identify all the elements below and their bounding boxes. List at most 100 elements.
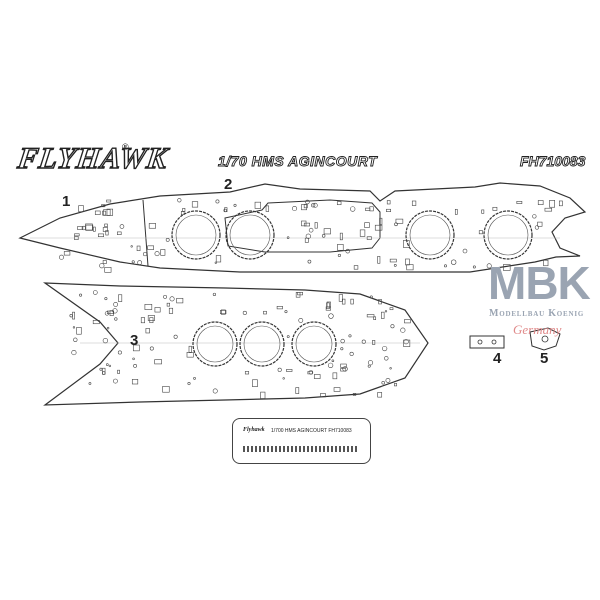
deck-fitting — [101, 204, 106, 208]
watermark-line: Modellbau Koenig — [489, 308, 585, 319]
deck-fitting — [176, 297, 184, 304]
deck-fitting — [367, 364, 371, 368]
deck-fitting — [104, 267, 112, 273]
deck-fitting — [369, 295, 373, 299]
deck-fitting — [220, 310, 227, 315]
deck-fitting — [365, 207, 371, 211]
deck-fitting — [85, 224, 94, 231]
deck-fitting — [101, 371, 106, 375]
deck-fitting — [102, 367, 106, 375]
deck-fitting — [395, 218, 404, 224]
deck-fitting — [131, 379, 139, 385]
deck-fitting — [117, 231, 122, 235]
deck-fitting — [331, 359, 335, 363]
deck-fitting — [389, 367, 392, 370]
deck-fitting — [188, 345, 192, 353]
deck-fitting — [311, 203, 316, 208]
deck-fitting — [102, 337, 109, 344]
deck-fitting — [312, 202, 318, 208]
deck-fitting — [516, 201, 523, 204]
deck-fitting — [105, 230, 109, 236]
deck-fitting — [112, 308, 118, 314]
barbette-ring — [291, 321, 337, 367]
deck-fitting — [160, 249, 166, 256]
deck-fitting — [109, 310, 114, 316]
deck-fitting — [154, 251, 160, 257]
deck-fitting — [307, 259, 312, 264]
deck-fitting — [307, 371, 313, 375]
deck-fitting — [193, 377, 196, 380]
deck-fitting — [374, 224, 383, 231]
deck-fitting — [147, 315, 155, 321]
deck-fitting — [106, 208, 114, 216]
deck-fitting — [462, 248, 468, 254]
barbette-ring — [483, 210, 533, 260]
barbette-inner-ring — [487, 214, 529, 256]
deck-fitting — [340, 347, 344, 351]
flyhawk-logo: FLYHAWK — [15, 141, 171, 175]
deck-fitting — [260, 391, 266, 399]
deck-fitting — [169, 296, 175, 302]
fret-title: 1/700 HMS AGINCOURT FH710083 — [271, 428, 352, 434]
deck-fitting — [119, 224, 125, 229]
deck-fitting — [337, 244, 344, 251]
deck-fitting — [69, 313, 73, 318]
deck-fitting — [372, 340, 376, 345]
deck-fitting — [117, 369, 120, 374]
deck-fitting — [352, 393, 357, 396]
deck-fitting — [277, 367, 282, 372]
deck-fitting — [378, 299, 382, 305]
barbette-ring — [239, 321, 285, 367]
deck-fitting — [404, 319, 411, 324]
part-number-5: 5 — [540, 350, 549, 367]
deck-fitting — [339, 232, 343, 241]
deck-fitting — [106, 310, 114, 314]
deck-fitting — [73, 337, 78, 342]
deck-fitting — [77, 226, 84, 230]
deck-fitting — [130, 245, 133, 248]
deck-fitting — [340, 338, 345, 344]
deck-fitting — [163, 294, 167, 299]
deck-fitting — [377, 256, 381, 264]
deck-fitting — [544, 207, 553, 212]
deck-fitting — [191, 201, 199, 208]
deck-fitting — [132, 357, 135, 361]
deck-fitting — [323, 228, 331, 235]
barbette-ring — [225, 210, 275, 260]
deck-fitting — [308, 227, 314, 233]
deck-fitting — [104, 297, 108, 301]
deck-fitting — [345, 248, 350, 254]
deck-fitting — [411, 200, 417, 206]
deck-fitting — [292, 205, 298, 212]
deck-fitting — [106, 363, 109, 366]
deck-fitting — [405, 258, 410, 266]
deck-fitting — [72, 326, 76, 329]
watermark-country: Germany — [513, 322, 562, 337]
barbette-ring — [171, 210, 221, 260]
deck-fitting — [149, 317, 154, 324]
sheet-title: 1/70 HMS AGINCOURT — [218, 153, 378, 170]
turret-barbette-rings — [171, 210, 533, 367]
deck-fitting — [472, 265, 476, 269]
deck-fitting — [145, 328, 150, 334]
part-5-bracket — [529, 327, 561, 351]
deck-fitting — [532, 214, 537, 219]
deck-fitting — [366, 314, 375, 318]
deck-fitting — [214, 261, 217, 264]
deck-fitting — [108, 364, 112, 368]
fret-logo: Flyhawk — [243, 427, 265, 433]
deck-fitting — [99, 263, 105, 269]
deck-fitting — [314, 222, 318, 229]
barbette-inner-ring — [409, 214, 451, 256]
deck-fitting — [173, 334, 178, 339]
deck-fitting — [215, 255, 222, 263]
deck-fitting — [492, 206, 498, 211]
deck-fitting — [385, 378, 391, 383]
fret-frame: Flyhawk 1/700 HMS AGINCOURT FH710083 — [232, 418, 371, 464]
deck-fitting — [373, 316, 377, 320]
part-1-2-divider — [142, 199, 149, 267]
deck-fitting — [94, 210, 101, 215]
deck-fitting — [106, 326, 110, 330]
deck-fitting — [212, 292, 217, 297]
deck-fitting — [348, 334, 352, 338]
